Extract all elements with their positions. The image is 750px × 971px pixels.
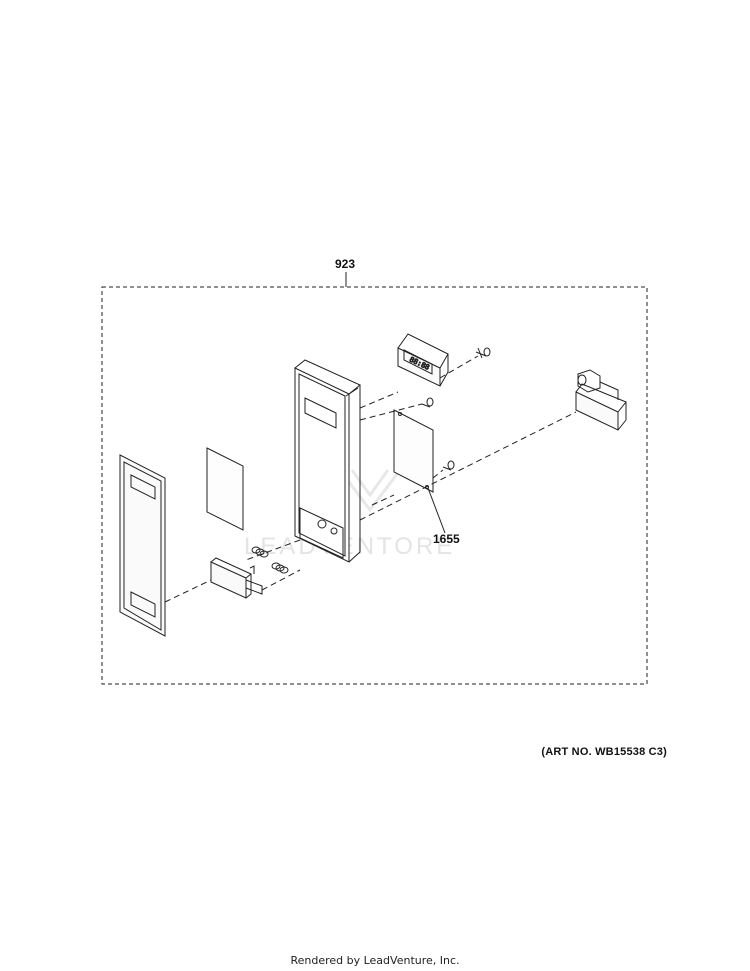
control-housing (294, 359, 361, 563)
footer-credit: Rendered by LeadVenture, Inc. (290, 954, 460, 967)
control-panel-overlay (119, 454, 166, 637)
watermark-emblem (338, 469, 402, 513)
part-leader-line (427, 487, 446, 534)
screw-top (475, 347, 491, 359)
control-board (393, 409, 434, 493)
membrane-sheet (206, 447, 244, 531)
assembly-guide-lines (164, 355, 577, 603)
assembly-boundary (101, 286, 648, 685)
screw-lower (442, 460, 455, 471)
spring-right (271, 562, 289, 574)
screw-middle (421, 397, 434, 408)
door-release-button (210, 557, 263, 599)
callout-part-1655: 1655 (433, 532, 460, 546)
art-number: (ART NO. WB15538 C3) (541, 746, 667, 758)
callout-assembly-923: 923 (335, 257, 356, 271)
door-latch (575, 369, 627, 431)
spring-left (251, 546, 269, 558)
